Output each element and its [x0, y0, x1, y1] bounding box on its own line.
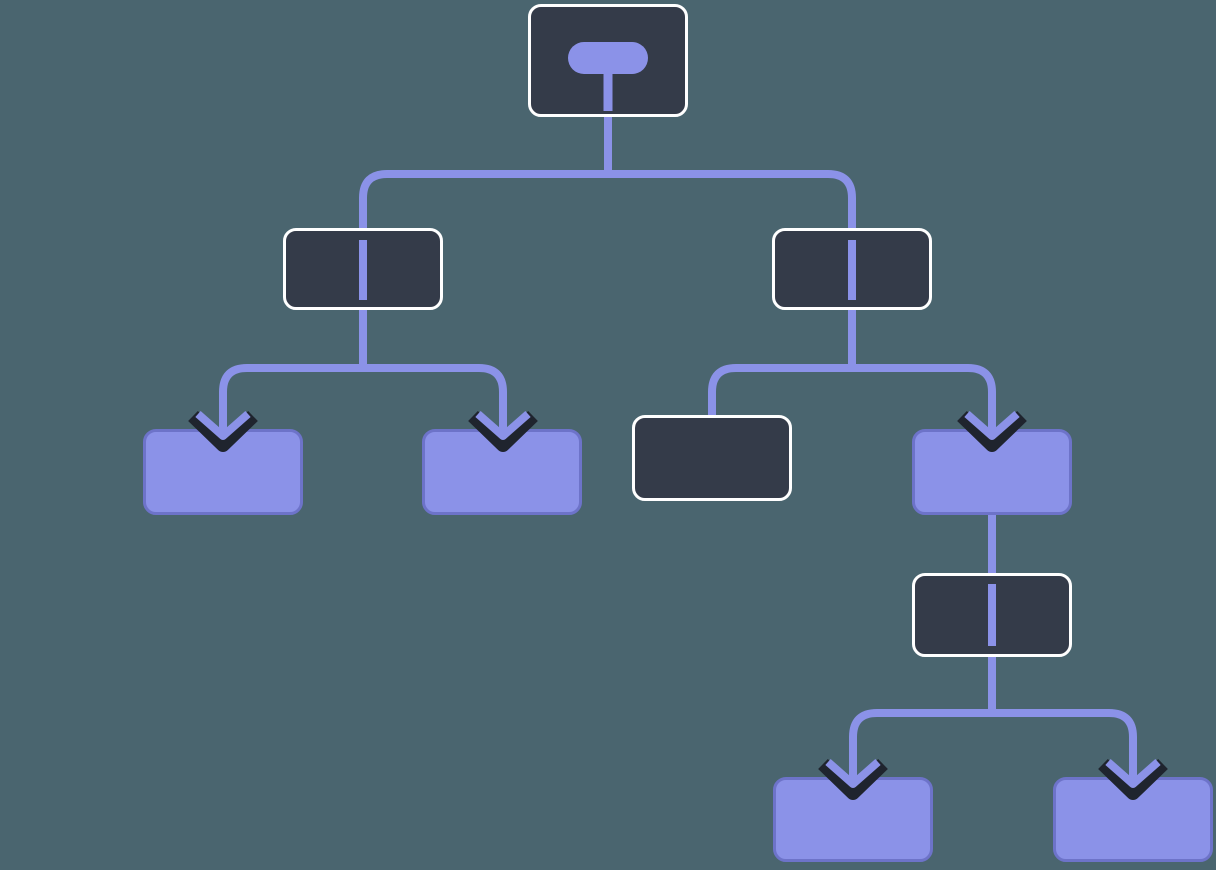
- root-anchor-stem-icon: [603, 72, 613, 111]
- leaf-node-1[interactable]: [143, 429, 303, 515]
- branch-node-right[interactable]: [772, 228, 932, 310]
- edge-branch-bottom-split: [849, 709, 1137, 760]
- branch-node-bottom[interactable]: [912, 573, 1072, 657]
- leaf-node-2[interactable]: [422, 429, 582, 515]
- branch-node-left[interactable]: [283, 228, 443, 310]
- root-node[interactable]: [528, 4, 688, 117]
- pass-line-icon: [848, 240, 856, 300]
- leaf-node-4[interactable]: [1053, 777, 1213, 862]
- edge-branch-right-split: [708, 364, 996, 422]
- pass-line-icon: [359, 240, 367, 300]
- pass-line-icon: [988, 584, 996, 646]
- edge-root-to-branches: [359, 170, 856, 234]
- edge-branch-left-split: [219, 364, 507, 416]
- leaf-node-3[interactable]: [773, 777, 933, 862]
- target-node-right[interactable]: [912, 429, 1072, 515]
- root-anchor-icon: [568, 42, 648, 74]
- plain-node[interactable]: [632, 415, 792, 501]
